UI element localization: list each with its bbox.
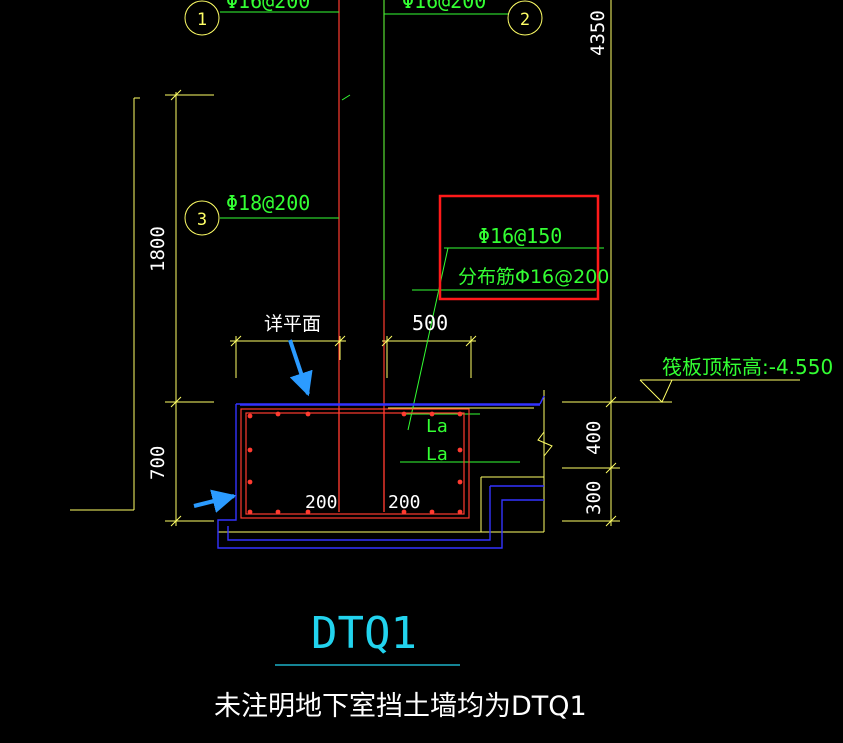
bar-marker-3-number: 3 <box>197 210 207 230</box>
note-distribution-label: 分布筋Φ16@200 <box>458 266 609 288</box>
bar-marker-1-number: 1 <box>197 10 207 30</box>
detail-plan-label: 详平面 <box>264 313 321 335</box>
raft-top-elevation-label: 筏板顶标高:-4.550 <box>662 355 833 379</box>
bar-marker-2-number: 2 <box>520 10 530 30</box>
dim-400: 400 <box>583 421 605 455</box>
bar-marker-3: 3 <box>184 200 220 236</box>
la-bottom-label: La <box>426 444 448 465</box>
dim-700: 700 <box>147 446 169 480</box>
rebar-leaders <box>220 0 604 463</box>
la-top-label: La <box>426 416 448 437</box>
wall-outline <box>338 0 385 512</box>
section-arrow <box>193 489 237 513</box>
dim-200-right: 200 <box>388 492 421 513</box>
title: DTQ1 <box>311 608 417 659</box>
bar2-label: Φ16@200 <box>402 0 486 13</box>
rebar-dots <box>247 411 463 515</box>
subtitle: 未注明地下室挡土墙均为DTQ1 <box>214 691 587 722</box>
dim-500: 500 <box>412 311 448 335</box>
dim-1800: 1800 <box>147 226 169 272</box>
dim-300: 300 <box>583 481 605 515</box>
bar3-label: Φ18@200 <box>226 191 310 215</box>
section-reinforcement <box>240 408 470 519</box>
dim-4350: 4350 <box>587 10 609 56</box>
note-rebar-label: Φ16@150 <box>478 224 562 248</box>
bar-marker-1: 1 <box>184 0 220 36</box>
dim-200-left: 200 <box>305 492 338 513</box>
dimension-lines <box>70 0 800 533</box>
detail-plan-arrow <box>288 339 313 397</box>
highlight-box <box>438 194 600 301</box>
foundation-outline <box>217 395 545 549</box>
bar-marker-2: 2 <box>507 0 543 36</box>
bar1-label: Φ16@200 <box>226 0 310 13</box>
